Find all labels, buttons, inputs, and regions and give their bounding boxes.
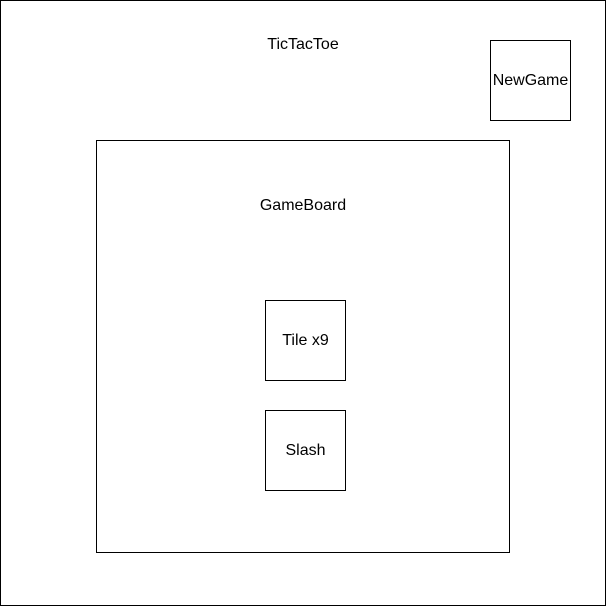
app-title: TicTacToe <box>267 36 339 53</box>
tile-box[interactable]: Tile x9 <box>265 300 346 381</box>
new-game-button[interactable]: NewGame <box>490 40 571 121</box>
game-board-label: GameBoard <box>259 197 347 214</box>
slash-box: Slash <box>265 410 346 491</box>
